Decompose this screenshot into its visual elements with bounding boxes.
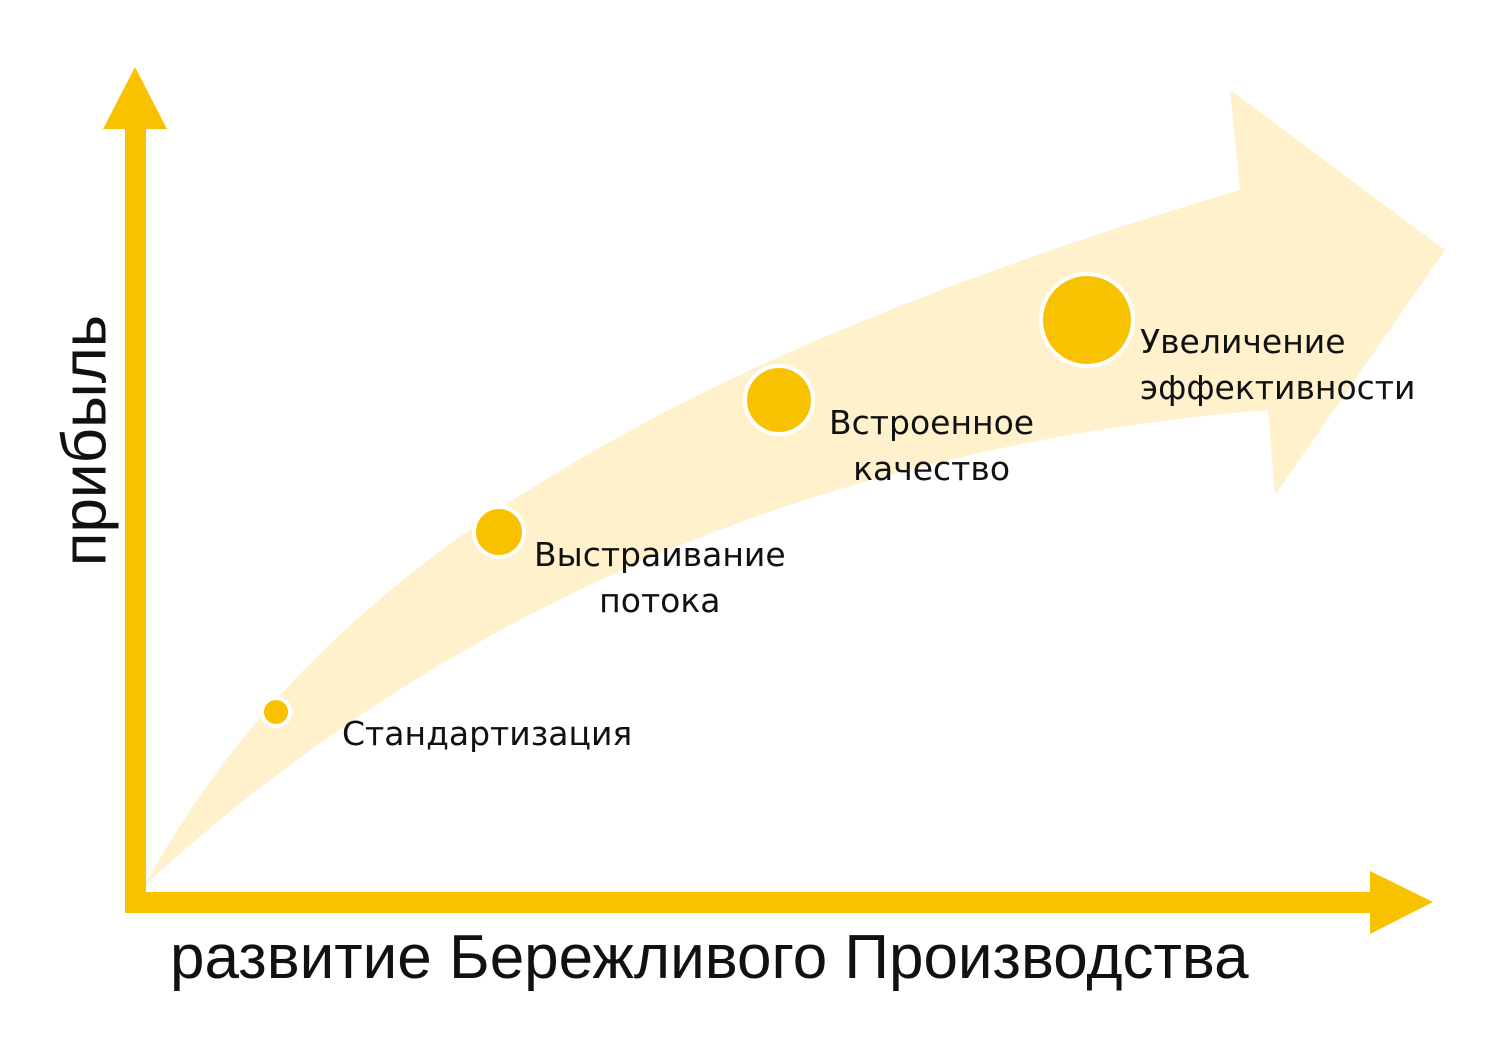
stage-label-line: Выстраивание xyxy=(534,535,786,574)
stage-label-flow: Выстраивание потока xyxy=(534,532,786,624)
stage-label-line: потока xyxy=(599,581,721,620)
stage-label-line: Стандартизация xyxy=(342,714,633,753)
y-axis-arrowhead xyxy=(103,67,167,129)
growth-arrow-band xyxy=(145,90,1445,885)
stage-dot-quality xyxy=(743,364,815,436)
x-axis-arrowhead xyxy=(1370,871,1433,934)
stage-label-line: Встроенное xyxy=(829,403,1035,442)
stage-dot-standardization xyxy=(260,696,292,728)
y-axis-line xyxy=(125,125,146,910)
stage-label-line: эффективности xyxy=(1140,368,1416,407)
stage-label-line: Увеличение xyxy=(1140,322,1346,361)
stage-dot-efficiency xyxy=(1039,272,1135,368)
stage-label-standardization: Стандартизация xyxy=(342,711,632,757)
stage-label-quality: Встроенное качество xyxy=(829,400,1034,492)
y-axis-label: прибыль xyxy=(50,314,120,567)
stage-label-line: качество xyxy=(853,449,1011,488)
x-axis-label: развитие Бережливого Производства xyxy=(170,923,1249,992)
x-axis-line xyxy=(125,892,1375,913)
stage-dot-flow xyxy=(472,505,526,559)
stage-label-efficiency: Увеличение эффективности xyxy=(1140,319,1415,411)
